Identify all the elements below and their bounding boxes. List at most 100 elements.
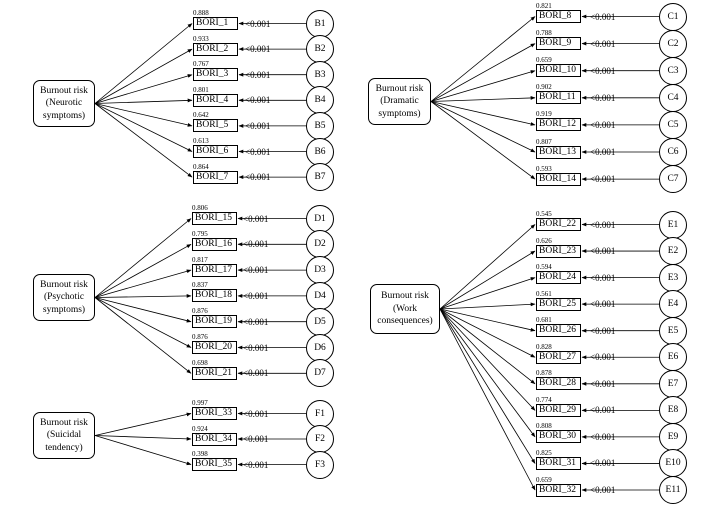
loading-arrow	[439, 302, 536, 310]
p-value-label: <0.001	[243, 316, 269, 327]
loading-arrow	[439, 224, 536, 310]
loading-arrow	[439, 308, 536, 491]
p-value-label: <0.001	[590, 246, 616, 257]
p-value-label: <0.001	[590, 378, 616, 389]
observed-item-box: BORI_10	[536, 64, 581, 78]
error-term-circle: E5	[659, 316, 687, 345]
p-value-label: <0.001	[243, 239, 269, 250]
error-term-circle: C2	[659, 29, 687, 58]
loading-arrow	[430, 101, 536, 153]
observed-item-box: BORI_26	[536, 324, 581, 338]
error-term-circle: C4	[659, 83, 687, 112]
factor-label-line: Burnout risk	[375, 83, 424, 94]
observed-item-box: BORI_31	[536, 456, 581, 470]
factor-label-line: (Work	[392, 303, 418, 314]
factor-loading: 0.659	[536, 56, 552, 65]
error-term-circle: B5	[306, 111, 334, 140]
factor-loading: 0.924	[192, 424, 208, 433]
error-term-circle: E3	[659, 263, 687, 292]
factor-label-line: tendency)	[45, 442, 83, 453]
loading-arrow	[94, 74, 193, 104]
factor-loading: 0.828	[536, 342, 552, 351]
error-term-circle: F1	[306, 399, 334, 428]
p-value-label: <0.001	[245, 95, 271, 106]
p-value-label: <0.001	[245, 120, 271, 131]
observed-item-box: BORI_14	[536, 172, 581, 186]
factor-label-line: symptoms)	[42, 110, 86, 121]
observed-item-box: BORI_33	[192, 407, 237, 420]
error-term-circle: E7	[659, 369, 687, 398]
error-term-circle: D6	[306, 333, 334, 362]
factor-label-line: symptoms)	[378, 108, 421, 119]
factor-loading: 0.876	[192, 307, 208, 316]
observed-item-box: BORI_19	[192, 315, 237, 329]
p-value-label: <0.001	[590, 485, 616, 495]
p-value-label: <0.001	[590, 11, 616, 22]
loading-arrow	[430, 16, 536, 102]
error-term-circle: D7	[306, 359, 334, 388]
observed-item-box: BORI_13	[536, 145, 581, 159]
p-value-label: <0.001	[590, 325, 616, 336]
error-term-circle: E4	[659, 290, 687, 319]
error-term-circle: D3	[306, 256, 334, 285]
p-value-label: <0.001	[590, 299, 616, 310]
factor-loading: 0.825	[536, 448, 552, 457]
loading-arrow	[94, 435, 192, 441]
factor-loading: 0.837	[192, 281, 208, 290]
loading-arrow	[439, 250, 536, 310]
p-value-label: <0.001	[243, 213, 269, 224]
p-value-label: <0.001	[590, 38, 616, 49]
factor-label-line: Burnout risk	[40, 417, 88, 428]
error-term-circle: D4	[306, 281, 334, 310]
error-term-circle: F3	[306, 450, 334, 479]
error-term-circle: B7	[306, 163, 334, 192]
p-value-label: <0.001	[590, 405, 616, 416]
factor-loading: 0.817	[192, 255, 208, 264]
observed-item-box: BORI_18	[192, 289, 237, 303]
observed-item-box: BORI_5	[193, 119, 238, 133]
loading-arrow	[430, 70, 536, 102]
loading-arrow	[94, 103, 193, 178]
observed-item-box: BORI_29	[536, 403, 581, 417]
observed-item-box: BORI_28	[536, 377, 581, 391]
observed-item-box: BORI_11	[536, 91, 581, 105]
factor-loading: 0.902	[536, 83, 552, 92]
p-value-label: <0.001	[243, 408, 269, 419]
factor-loading: 0.659	[536, 475, 552, 484]
error-term-circle: E10	[659, 449, 687, 478]
loading-arrow	[439, 308, 536, 411]
p-value-label: <0.001	[243, 459, 269, 470]
error-term-circle: C5	[659, 110, 687, 139]
p-value-label: <0.001	[243, 434, 269, 444]
factor-loading: 0.594	[536, 263, 552, 272]
observed-item-box: BORI_15	[192, 212, 237, 225]
loading-arrow	[94, 23, 193, 104]
error-term-circle: D5	[306, 307, 334, 336]
factor-loading: 0.681	[536, 316, 552, 325]
loading-arrow	[439, 308, 536, 385]
p-value-label: <0.001	[245, 44, 271, 55]
factor-loading: 0.801	[193, 85, 209, 94]
error-term-circle: E9	[659, 422, 687, 451]
loading-arrow	[430, 101, 536, 126]
factor-loading: 0.888	[193, 9, 209, 17]
loading-arrow	[94, 297, 192, 323]
factor-loading: 0.878	[536, 369, 552, 378]
p-value-label: <0.001	[590, 147, 616, 157]
observed-item-box: BORI_23	[536, 244, 581, 258]
observed-item-box: BORI_12	[536, 118, 581, 132]
loading-arrow	[94, 297, 192, 374]
p-value-label: <0.001	[245, 69, 271, 80]
factor-loading: 0.398	[192, 450, 208, 458]
observed-item-box: BORI_8	[536, 10, 581, 23]
factor-loading: 0.933	[193, 34, 209, 43]
observed-item-box: BORI_27	[536, 350, 581, 364]
factor-loading: 0.698	[192, 358, 208, 367]
factor-label-line: (Neurotic	[45, 98, 83, 109]
observed-item-box: BORI_3	[193, 68, 238, 82]
p-value-label: <0.001	[243, 265, 269, 276]
p-value-label: <0.001	[590, 352, 616, 363]
